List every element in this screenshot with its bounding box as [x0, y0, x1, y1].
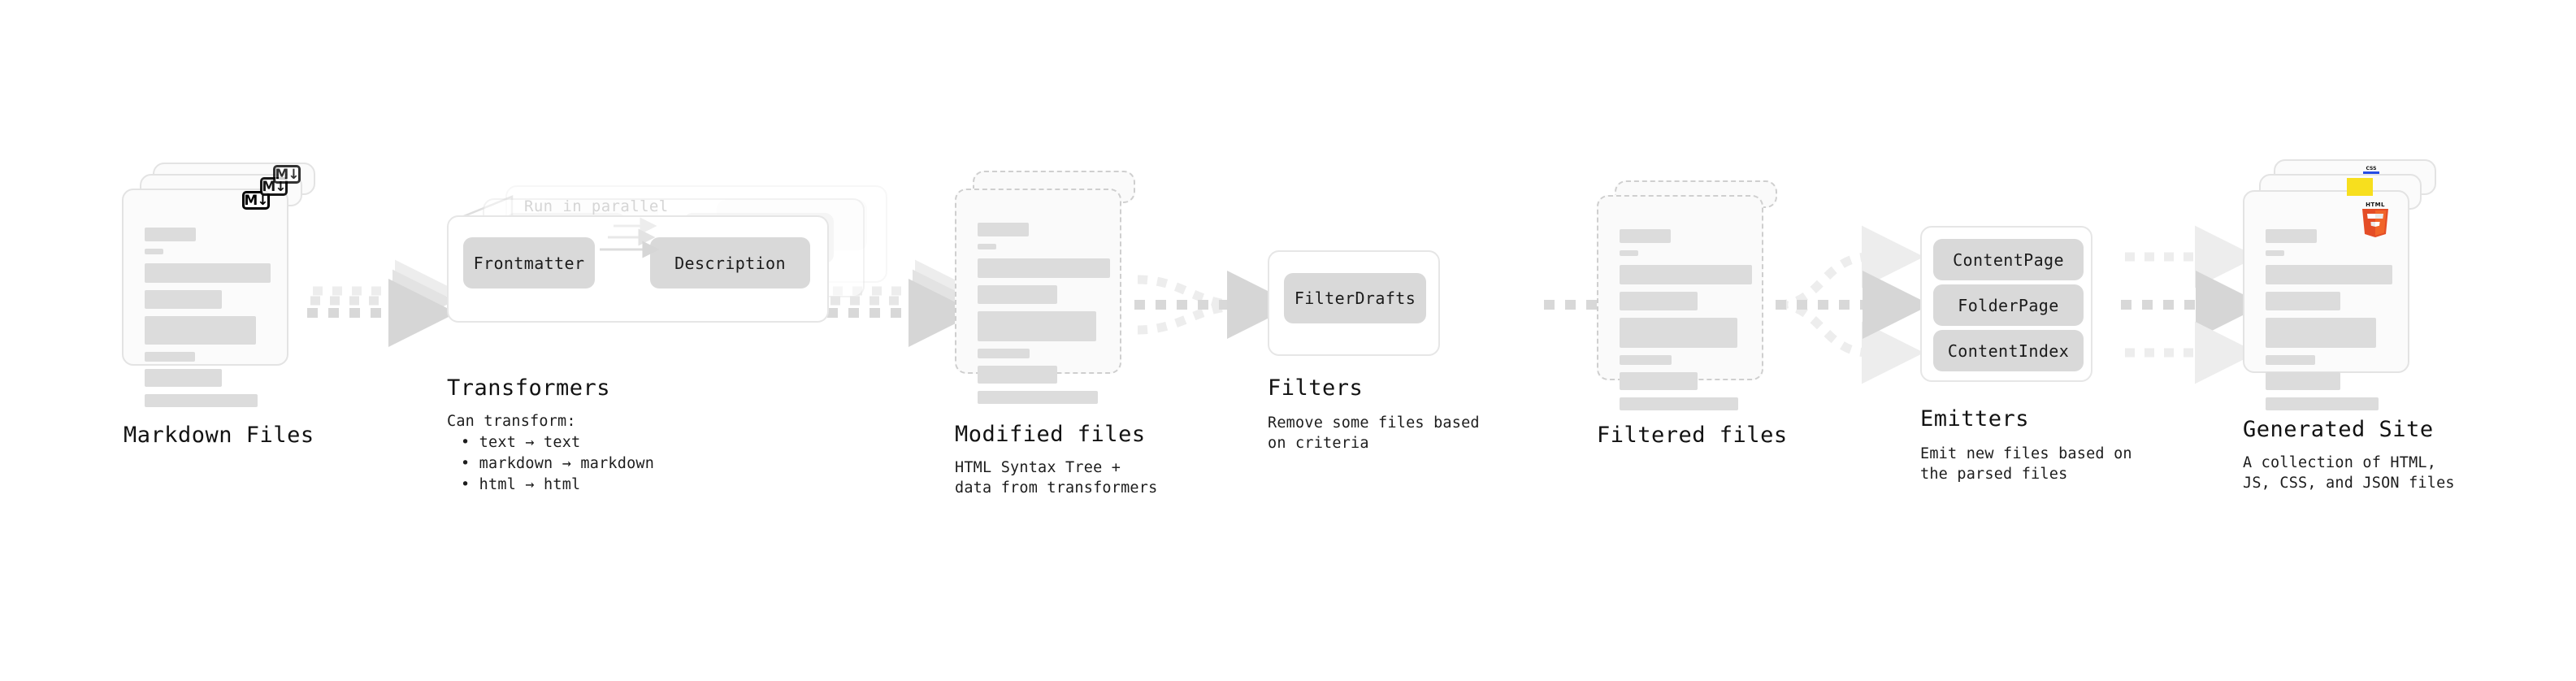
filter-pill-filterdrafts[interactable]: FilterDrafts	[1284, 273, 1426, 323]
filtered-placeholder-lines	[1620, 229, 1752, 418]
emitter-pill-contentindex[interactable]: ContentIndex	[1933, 330, 2084, 371]
html5-logo: HTML	[2362, 202, 2388, 237]
markdown-files-title: Markdown Files	[124, 423, 314, 448]
modified-files-title: Modified files	[955, 422, 1146, 447]
transformer-pill-frontmatter[interactable]: Frontmatter	[463, 237, 595, 288]
transformers-intro: Can transform:	[447, 413, 576, 430]
markdown-logo-back: M↓	[273, 165, 301, 184]
filters-box: FilterDrafts	[1268, 250, 1440, 356]
transformers-bullets: Can transform: • text → text • markdown …	[447, 411, 654, 496]
javascript-logo	[2347, 178, 2373, 196]
emitters-box: ContentPage FolderPage ContentIndex	[1920, 226, 2092, 382]
transformers-bullet-0: • text → text	[461, 434, 581, 451]
transformers-bullet-1: • markdown → markdown	[461, 455, 655, 472]
transformer-inner-arrows	[600, 217, 660, 258]
svg-text:CSS: CSS	[2366, 166, 2377, 171]
transformer-pill-description[interactable]: Description	[650, 237, 810, 288]
filters-desc: Remove some files based on criteria	[1268, 414, 1480, 452]
svg-text:HTML: HTML	[2366, 202, 2385, 208]
filtered-card-front	[1597, 195, 1763, 410]
arrow-modified-to-filters	[1134, 271, 1295, 339]
css3-logo: CSS	[2363, 166, 2379, 174]
run-in-parallel-label: Run in parallel	[524, 197, 669, 215]
arrow-filtered-to-emitters	[1776, 225, 1931, 384]
site-placeholder-lines	[2266, 229, 2392, 418]
arrow-markdown-to-transformers	[307, 259, 458, 347]
markdown-placeholder-lines	[145, 228, 271, 414]
transformers-bullet-2: • html → html	[461, 476, 581, 493]
emitter-pill-folderpage[interactable]: FolderPage	[1933, 284, 2084, 326]
arrow-emitters-to-site	[2121, 225, 2264, 384]
transformers-box-front: Frontmatter Description	[447, 215, 829, 323]
emitter-pill-contentpage[interactable]: ContentPage	[1933, 239, 2084, 280]
filtered-files-title: Filtered files	[1597, 423, 1788, 448]
emitters-desc: Emit new files based on the parsed files	[1920, 445, 2132, 483]
generated-site-desc: A collection of HTML, JS, CSS, and JSON …	[2243, 454, 2455, 492]
emitters-title: Emitters	[1920, 406, 2030, 432]
generated-site-title: Generated Site	[2243, 417, 2434, 442]
modified-placeholder-lines	[978, 223, 1110, 411]
modified-files-desc: HTML Syntax Tree + data from transformer…	[955, 459, 1158, 497]
filters-title: Filters	[1268, 375, 1364, 401]
markdown-card-front	[122, 189, 288, 407]
markdown-logo: M↓	[242, 191, 270, 210]
modified-card-front	[955, 189, 1121, 404]
transformers-title: Transformers	[447, 375, 611, 401]
